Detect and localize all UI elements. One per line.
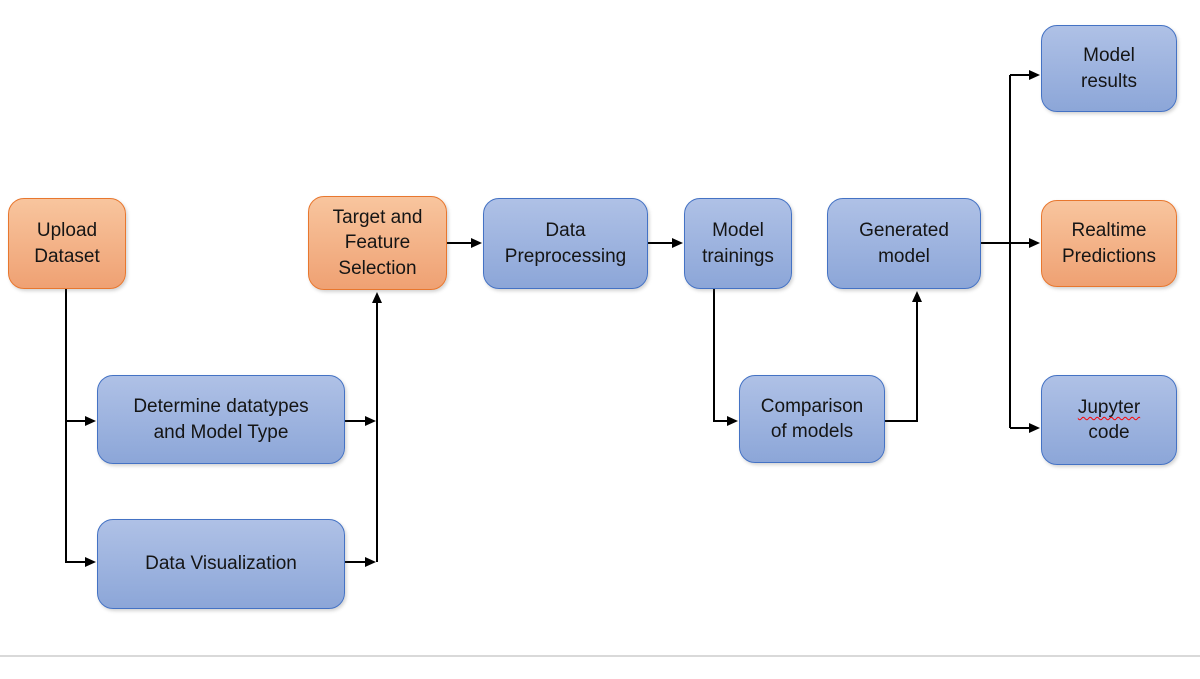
node-data-preprocessing: Data Preprocessing: [483, 198, 648, 289]
slide-bottom-divider: [0, 655, 1200, 657]
node-jupyter-code: Jupyter code: [1041, 375, 1177, 465]
node-generated-model: Generated model: [827, 198, 981, 289]
node-label: Jupyter code: [1078, 395, 1140, 445]
node-label: Data Visualization: [145, 553, 297, 575]
misspelled-word: Jupyter: [1077, 396, 1141, 418]
node-data-visualization: Data Visualization: [97, 519, 345, 609]
node-target-feature-selection: Target and Feature Selection: [308, 196, 447, 290]
node-comparison-of-models: Comparison of models: [739, 375, 885, 463]
node-label: Generated model: [859, 220, 949, 267]
node-label: Target and Feature Selection: [332, 207, 423, 279]
node-label: Determine datatypes and Model Type: [133, 396, 309, 443]
node-upload-dataset: Upload Dataset: [8, 198, 126, 289]
node-model-trainings: Model trainings: [684, 198, 792, 289]
node-model-results: Model results: [1041, 25, 1177, 112]
node-realtime-predictions: Realtime Predictions: [1041, 200, 1177, 287]
node-label: Realtime Predictions: [1062, 220, 1156, 267]
node-label-line2: code: [1088, 422, 1130, 443]
node-label: Data Preprocessing: [504, 220, 627, 267]
node-label: Comparison of models: [760, 395, 864, 442]
node-determine-datatypes: Determine datatypes and Model Type: [97, 375, 345, 464]
node-label: Model trainings: [702, 220, 774, 267]
node-label: Model results: [1081, 45, 1137, 92]
node-label: Upload Dataset: [34, 220, 100, 267]
